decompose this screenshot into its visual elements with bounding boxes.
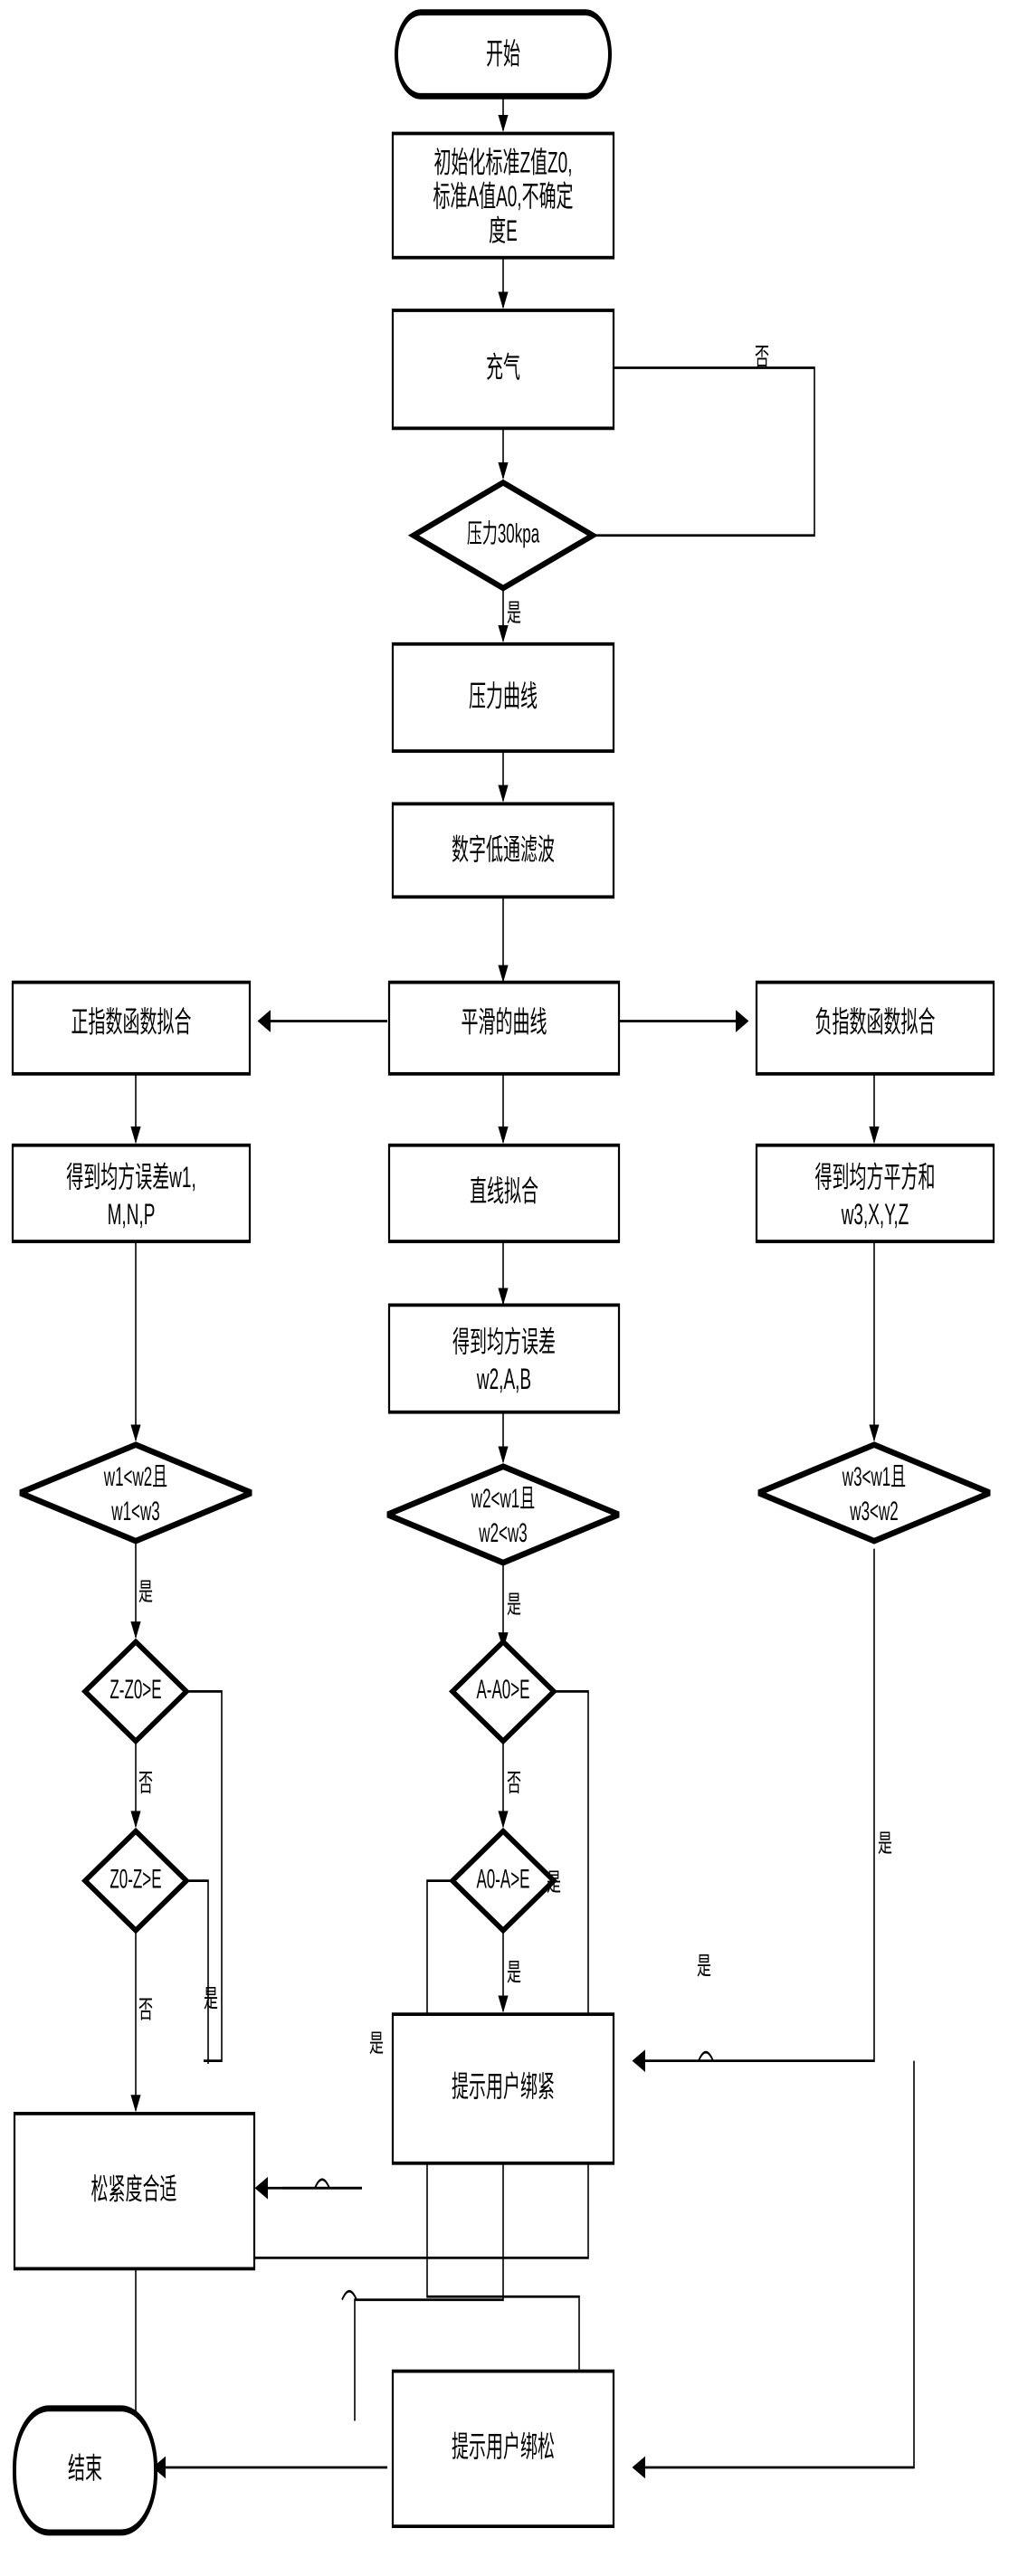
edge-label-aa0-no: 否 [507, 1769, 521, 1797]
node-pressure-curve[interactable]: 压力曲线 [391, 642, 615, 753]
edge-label-pressure-yes: 是 [507, 599, 521, 627]
node-pos-exp-fit[interactable]: 正指数函数拟合 [11, 980, 252, 1076]
node-a-minus-a0-label: A-A0>E [476, 1675, 529, 1705]
node-mse3-label-l1: 得到均方平方和 [815, 1161, 936, 1194]
edge-label-tighten-in-yes: 是 [697, 1953, 711, 1981]
node-line-fit-label: 直线拟合 [470, 1174, 538, 1208]
edge-bridge-hop-3 [698, 2050, 714, 2062]
edge-label-cmp2-yes: 是 [507, 1591, 521, 1619]
edge-label-aa0-yes: 是 [547, 1868, 561, 1896]
node-a0-minus-a[interactable]: A0-A>E [448, 1827, 558, 1934]
edges [130, 92, 915, 2486]
node-neg-exp-fit[interactable]: 负指数函数拟合 [755, 980, 995, 1076]
edge-cmp3-yes [632, 1548, 875, 2072]
node-cmp3-label-l2: w3<w2 [850, 1497, 899, 1526]
node-start[interactable]: 开始 [395, 9, 612, 100]
node-mse1-label-l1: 得到均方误差w1, [66, 1161, 195, 1194]
edge-bridge-hop-2 [341, 2289, 357, 2301]
node-lowpass[interactable]: 数字低通滤波 [391, 802, 615, 899]
node-fit-ok[interactable]: 松紧度合适 [13, 2112, 256, 2271]
node-mse3[interactable]: 得到均方平方和 w3,X,Y,Z [755, 1143, 995, 1243]
edge-label-zz0-yes: 是 [204, 1985, 218, 2013]
node-cmp3[interactable]: w3<w1且 w3<w2 [757, 1441, 991, 1545]
edge-pressure-no-loop [532, 356, 815, 537]
edge-label-z0z-no: 否 [138, 1996, 153, 2024]
node-a0-minus-a-label: A0-A>E [476, 1865, 529, 1895]
edge-label-zz0-no: 否 [138, 1769, 153, 1797]
node-mse2-label-l2: w2,A,B [476, 1363, 531, 1396]
edge-label-a0a-yes: 是 [507, 1958, 521, 1986]
node-fit-ok-label: 松紧度合适 [91, 2172, 177, 2206]
edge-right-to-loosen [632, 2060, 915, 2479]
node-pressure-check-label: 压力30kpa [467, 519, 540, 549]
node-cmp2-label-l2: w2<w3 [479, 1518, 528, 1548]
edge-label-cmp1-yes: 是 [138, 1578, 153, 1606]
edge-z0z-yes [187, 1879, 209, 2065]
node-z0-minus-z-label: Z0-Z>E [109, 1865, 161, 1895]
node-cmp3-label-l1: w3<w1且 [842, 1462, 906, 1492]
node-mse2-label-l1: 得到均方误差 [452, 1326, 556, 1359]
node-mse2[interactable]: 得到均方误差 w2,A,B [387, 1303, 621, 1414]
node-pos-exp-fit-label: 正指数函数拟合 [71, 1005, 192, 1039]
edge-label-z0z-yes: 是 [369, 2029, 384, 2058]
edge-zz0-yes [186, 1690, 223, 2062]
node-init-label-l1: 初始化标准Z值Z0, [434, 146, 573, 179]
node-cmp1-label-l1: w1<w2且 [103, 1462, 167, 1492]
edge-bridge-hop-1 [314, 2178, 330, 2190]
edge-label-inflate-no: 否 [755, 343, 769, 371]
node-mse3-label-l2: w3,X,Y,Z [841, 1198, 909, 1231]
node-end-label: 结束 [68, 2452, 102, 2486]
node-tighten[interactable]: 提示用户绑紧 [391, 2012, 615, 2165]
edge-label-cmp3-yes: 是 [878, 1830, 892, 1858]
node-tighten-label: 提示用户绑紧 [452, 2070, 555, 2104]
node-cmp1-label-l2: w1<w3 [111, 1497, 160, 1526]
node-mse1-label-l2: M,N,P [108, 1198, 156, 1231]
node-init[interactable]: 初始化标准Z值Z0, 标准A值A0,不确定 度E [391, 131, 615, 260]
node-line-fit[interactable]: 直线拟合 [387, 1143, 621, 1243]
node-z0-minus-z[interactable]: Z0-Z>E [81, 1827, 191, 1934]
node-z-minus-z0[interactable]: Z-Z0>E [81, 1638, 191, 1745]
node-lowpass-label: 数字低通滤波 [452, 833, 555, 867]
node-neg-exp-fit-label: 负指数函数拟合 [815, 1005, 936, 1039]
node-mse1[interactable]: 得到均方误差w1, M,N,P [11, 1143, 252, 1243]
edge-aa0-yes [158, 1690, 589, 2259]
node-pressure-curve-label: 压力曲线 [469, 680, 538, 713]
node-cmp2-label-l1: w2<w1且 [471, 1485, 535, 1515]
node-loosen-label: 提示用户绑松 [452, 2430, 555, 2464]
edge-tighten-down [354, 2163, 504, 2421]
node-end[interactable]: 结束 [13, 2405, 157, 2536]
node-cmp1[interactable]: w1<w2且 w1<w3 [19, 1441, 252, 1545]
node-smooth-curve-label: 平滑的曲线 [462, 1005, 547, 1039]
node-smooth-curve[interactable]: 平滑的曲线 [387, 980, 621, 1076]
node-cmp2[interactable]: w2<w1且 w2<w3 [386, 1463, 620, 1566]
node-z-minus-z0-label: Z-Z0>E [109, 1675, 161, 1705]
node-inflate[interactable]: 充气 [391, 309, 615, 431]
node-loosen[interactable]: 提示用户绑松 [391, 2369, 615, 2529]
edge-a0a-no [426, 1879, 586, 2416]
node-start-label: 开始 [486, 37, 520, 71]
node-a-minus-a0[interactable]: A-A0>E [448, 1638, 558, 1745]
node-init-label-l2: 标准A值A0,不确定 [433, 180, 573, 214]
node-inflate-label: 充气 [486, 350, 520, 384]
node-pressure-check[interactable]: 压力30kpa [407, 479, 599, 592]
node-init-label-l3: 度E [489, 214, 518, 248]
